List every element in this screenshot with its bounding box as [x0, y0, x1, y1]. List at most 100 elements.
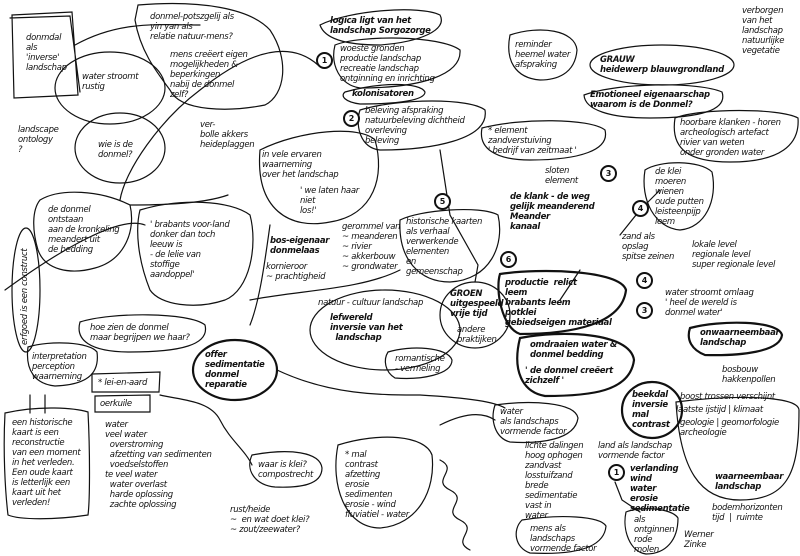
marker-5: 5 — [434, 193, 451, 210]
connector-13 — [614, 481, 641, 513]
note-productie: productie relict leem brabants leem potk… — [505, 278, 612, 328]
marker-7: 3 — [636, 302, 653, 319]
note-water-stroomt: water stroomt rustig — [82, 72, 139, 92]
bubble-water-als — [492, 401, 579, 444]
bubble-romantische — [384, 347, 453, 380]
note-geologie: geologie | geomorfologie archeologie — [680, 418, 779, 438]
bubble-reminder — [508, 29, 578, 81]
note-donmdal-inverse: donmdal als 'inverse' landschap — [26, 33, 67, 73]
note-waarneembaar: waarneembaar landschap — [715, 472, 784, 492]
note-donmel-ontstaan: de donmel ontstaan aan de kronkeling mea… — [48, 205, 120, 255]
bubble-donmel-creeert — [516, 332, 636, 398]
bubble-zand — [480, 120, 607, 161]
note-water-als: water als landschaps vormende factor — [500, 407, 567, 437]
note-land-als: land als landschap vormende factor — [598, 441, 672, 461]
note-sloten: sloten element — [545, 166, 578, 186]
connector-6 — [249, 224, 271, 326]
note-andere-praktijken: andere praktijken — [457, 325, 497, 345]
note-potszgelij: donmel-potszgelij als yin yan als relati… — [150, 12, 234, 42]
note-erfgoed: erfgoed is een construct — [20, 248, 30, 345]
note-mal-contrast: * mal contrast afzetting erosie sediment… — [345, 450, 409, 520]
note-hoorbare: hoorbare klanken - horen archeologisch a… — [680, 118, 781, 158]
bubble-emotioneel — [583, 84, 724, 119]
bubble-ontginnen — [624, 508, 679, 555]
note-ontginnen: als ontginnen rode molen — [634, 515, 675, 555]
bubble-waar-klei — [249, 451, 323, 488]
bubble-geologie — [675, 396, 800, 501]
marker-1: 1 — [316, 52, 333, 69]
note-mens-als: mens als landschaps vormende factor — [530, 524, 597, 554]
note-bos-eigenaar: bos-eigenaar donmelaas — [270, 236, 330, 256]
note-groen: GROEN uitgespeeld vrije tijd — [450, 289, 504, 319]
note-lichte-dalingen: lichte dalingen hoog ophogen zandvast lo… — [525, 441, 584, 521]
bubble-beleving — [357, 100, 486, 151]
note-klei-wonen: de klei moeren wienen oude putten leiste… — [655, 167, 704, 227]
frame-donmdal — [9, 11, 81, 99]
note-laten-haar: ' we laten haar niet los!' — [300, 186, 359, 216]
note-logica: logica ligt van het landschap Sorgozorge — [330, 16, 431, 36]
note-donmel-creeert: ' de donmel creëert zichzelf ' — [525, 366, 613, 386]
note-brabants: ' brabants voor-land donker dan toch lee… — [150, 220, 230, 280]
note-romantische: romantische - vermeling — [395, 354, 445, 374]
note-zand-opslag: zand als opslag spitse zeinen — [622, 232, 675, 262]
note-mens-creeert: mens creëert eigen mogelijkheden & beper… — [170, 50, 248, 100]
marker-4: 4 — [632, 200, 649, 217]
note-beekdal: beekdal inversie mal contrast — [632, 390, 670, 430]
wave — [439, 459, 471, 551]
bubble-donmel-ontstaan — [33, 191, 133, 272]
note-beleving: beleving afspraking natuurbeleving dicht… — [365, 106, 465, 146]
note-werner: Werner Zinke — [684, 530, 714, 550]
note-lei-en-aard: * lei-en-aard — [98, 378, 148, 388]
connector-7 — [276, 369, 506, 409]
note-lefwereld: lefwereld inversie van het landschap — [330, 313, 403, 343]
note-grauw: GRAUW heidewerp blauwgrondland — [600, 55, 724, 75]
bubble-woeste — [333, 37, 461, 89]
bubble-productie — [497, 269, 628, 336]
connector-1 — [74, 24, 201, 46]
marker-6: 6 — [500, 251, 517, 268]
note-bosbouw: bosbouw hakkenpollen — [722, 365, 776, 385]
note-gerommel: gerommel van ~ meanderen ~ rivier ~ akke… — [342, 222, 401, 272]
connector-3 — [129, 194, 229, 206]
note-bodemhorizonten: bodemhorizonten tijd | ruimte — [712, 503, 783, 523]
box-lei — [91, 371, 161, 413]
ellipse-wie-is — [74, 112, 166, 184]
note-kolonisatoren: kolonisatoren — [352, 89, 414, 99]
bubble-brabants — [137, 201, 254, 306]
bubble-klei-wonen — [643, 162, 714, 231]
connector-5 — [249, 269, 401, 301]
bubble-hoorbare — [673, 109, 799, 163]
connector-2 — [119, 50, 319, 201]
note-emotioneel: Emotioneel eigenaarschap waarom is de Do… — [590, 90, 710, 110]
marker-2: 2 — [343, 110, 360, 127]
note-waar-klei: waar is klei? compostrecht — [258, 460, 314, 480]
connector-4 — [4, 222, 146, 291]
note-ijstijd: laatste ijstijd | klimaat — [676, 405, 763, 415]
note-kornieroor: kornieroor ~ prachtigheid — [266, 262, 326, 282]
note-historische-kaart: een historische kaart is een reconstruct… — [12, 418, 81, 508]
note-historische-kaarten: historische kaarten als verhaal verwerke… — [406, 217, 483, 277]
note-levels: lokale level regionale level super regio… — [692, 240, 776, 270]
ellipse-beekdal — [620, 380, 684, 440]
marker-9: 1 — [608, 464, 625, 481]
note-boost: boost trossen verschijnt — [680, 392, 775, 402]
note-oerkuile: oerkuile — [100, 399, 132, 409]
ellipse-erfgoed — [11, 227, 41, 353]
note-hoe-zien: hoe zien de donmel maar begrijpen we haa… — [90, 323, 190, 343]
note-ervaren: in vele ervaren waarneming over het land… — [262, 150, 339, 180]
marker-8: 4 — [636, 272, 653, 289]
connector-10 — [439, 149, 479, 283]
bubble-kolonisatoren — [342, 83, 426, 105]
connector-9 — [29, 394, 46, 414]
note-landscape-ontology: landscape ontology ? — [18, 125, 59, 155]
box-historische-kaart — [3, 407, 91, 520]
note-de-klank: de klank - de weg gelijk meanderend Mean… — [510, 192, 595, 232]
ellipse-water-stroomt — [54, 51, 166, 125]
note-natuur-cultuur: natuur - cultuur landschap — [318, 298, 424, 308]
note-reminder: reminder heemel water afspraking — [515, 40, 571, 70]
note-rust-heide: rust/heide ~ en wat doet klei? ~ zout/ze… — [230, 505, 310, 535]
marker-3: 3 — [600, 165, 617, 182]
note-omdraaien: omdraaien water & donmel bedding — [530, 340, 618, 360]
note-onwaarneembaar: onwaarneembaar landschap — [700, 328, 780, 348]
